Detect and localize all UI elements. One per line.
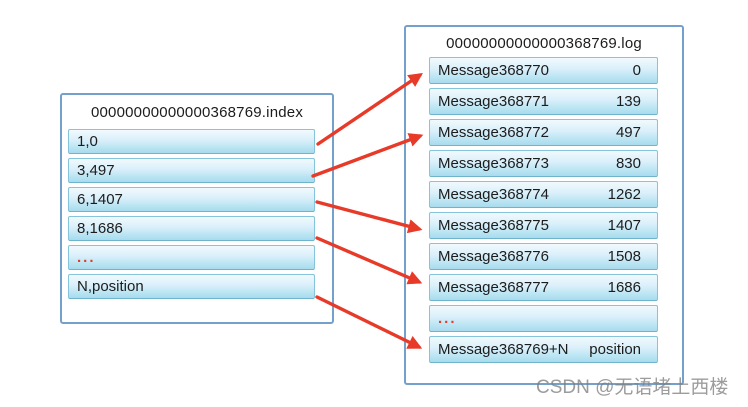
log-position: 0 — [632, 62, 641, 79]
log-row: Message368771 139 — [429, 88, 658, 115]
log-row: Message368770 0 — [429, 57, 658, 84]
log-position: 1407 — [607, 217, 641, 234]
index-file-box: 00000000000000368769.index 1,0 3,497 6,1… — [60, 93, 334, 324]
log-message: Message368771 — [438, 93, 549, 110]
log-row: Message368769+N position — [429, 336, 658, 363]
log-row: Message368772 497 — [429, 119, 658, 146]
index-row: N,position — [68, 274, 315, 299]
log-position: 1508 — [607, 248, 641, 265]
log-row: Message368775 1407 — [429, 212, 658, 239]
log-message: Message368769+N — [438, 341, 569, 358]
index-row: 6,1407 — [68, 187, 315, 212]
index-rows: 1,0 3,497 6,1407 8,1686 ... N,position — [68, 129, 315, 303]
log-file-title: 00000000000000368769.log — [446, 35, 642, 52]
log-position: 830 — [615, 155, 641, 172]
log-message: Message368773 — [438, 155, 549, 172]
log-row-ellipsis: ... — [429, 305, 658, 332]
log-row: Message368776 1508 — [429, 243, 658, 270]
index-file-title: 00000000000000368769.index — [90, 104, 304, 121]
log-position: position — [589, 341, 641, 358]
log-position: 1262 — [607, 186, 641, 203]
log-position: 497 — [615, 124, 641, 141]
log-message: Message368777 — [438, 279, 549, 296]
log-message: Message368770 — [438, 62, 549, 79]
log-row: Message368774 1262 — [429, 181, 658, 208]
log-message: Message368772 — [438, 124, 549, 141]
log-message: Message368774 — [438, 186, 549, 203]
log-position: 1686 — [607, 279, 641, 296]
index-row: 3,497 — [68, 158, 315, 183]
log-row: Message368777 1686 — [429, 274, 658, 301]
log-message: Message368776 — [438, 248, 549, 265]
log-rows: Message368770 0 Message368771 139 Messag… — [429, 57, 658, 367]
index-row-ellipsis: ... — [68, 245, 315, 270]
log-message: Message368775 — [438, 217, 549, 234]
log-message: ... — [438, 310, 457, 327]
csdn-watermark: CSDN @无语堵上西楼 — [536, 377, 729, 398]
log-row: Message368773 830 — [429, 150, 658, 177]
index-row: 8,1686 — [68, 216, 315, 241]
index-row: 1,0 — [68, 129, 315, 154]
log-position: 139 — [615, 93, 641, 110]
log-file-box: 00000000000000368769.log Message368770 0… — [404, 25, 684, 385]
